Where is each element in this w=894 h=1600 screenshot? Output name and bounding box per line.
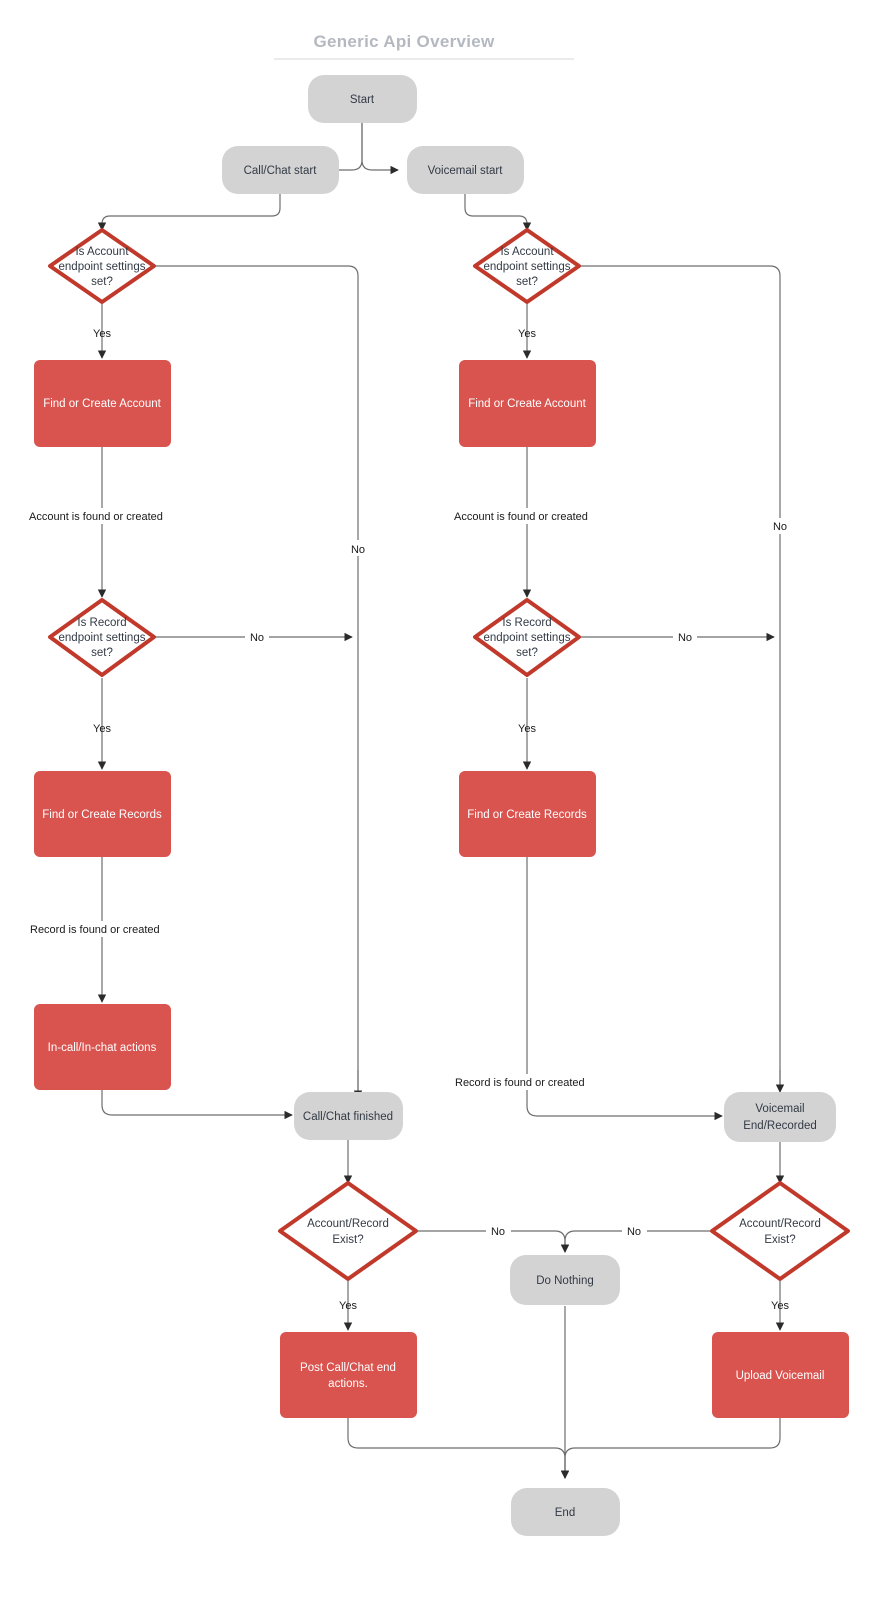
node-do-nothing-label: Do Nothing — [536, 1275, 594, 1287]
edge-label-no-exist-left: No — [491, 1226, 505, 1238]
edge-label-no-record-right: No — [678, 632, 692, 644]
node-record-decision-left-line1: Is Record — [77, 617, 126, 629]
edge-label-yes-exist-left: Yes — [339, 1300, 357, 1312]
edge-label-no-account-left: No — [351, 544, 365, 556]
edge-label-yes-record-left: Yes — [93, 723, 111, 735]
edge-callchat-to-acctdecision-left — [97, 194, 281, 231]
node-call-chat-start-label: Call/Chat start — [244, 165, 318, 177]
node-account-decision-left-line2: endpoint settings — [59, 261, 146, 273]
edge-label-yes-record-right: Yes — [518, 723, 536, 735]
node-exist-decision-right[interactable] — [710, 1181, 850, 1281]
edge-label-bg-record-found-left — [27, 921, 179, 937]
node-post-call-actions-line2: actions. — [328, 1378, 368, 1390]
node-end-label: End — [555, 1507, 575, 1519]
page-title: Generic Api Overview — [313, 32, 495, 51]
edge-label-yes-account-left: Yes — [93, 328, 111, 340]
node-record-decision-right-line3: set? — [516, 647, 538, 659]
node-account-decision-left-line1: Is Account — [75, 246, 129, 258]
edge-label-no-exist-right: No — [627, 1226, 641, 1238]
node-account-decision-right-line2: endpoint settings — [484, 261, 571, 273]
node-record-decision-right-line1: Is Record — [502, 617, 551, 629]
node-in-call-actions[interactable] — [34, 1004, 171, 1090]
node-post-call-actions[interactable] — [280, 1332, 417, 1418]
edge-label-bg-no-account-left — [345, 540, 371, 556]
edge-records-to-voicemailend — [526, 857, 723, 1121]
edge-voicemail-to-acctdecision-right — [464, 194, 532, 231]
node-exist-decision-right-line1: Account/Record — [739, 1218, 821, 1230]
edge-label-bg-no-record-left — [245, 629, 269, 645]
node-call-chat-start[interactable] — [222, 146, 339, 194]
edge-label-account-found-left: Account is found or created — [29, 511, 163, 523]
edge-label-yes-exist-right: Yes — [771, 1300, 789, 1312]
edge-label-no-account-right: No — [773, 521, 787, 533]
node-find-create-account-right-label: Find or Create Account — [468, 398, 586, 410]
edge-label-bg-record-found-right — [452, 1074, 604, 1090]
node-find-create-records-right-label: Find or Create Records — [467, 809, 587, 821]
node-record-decision-right[interactable] — [473, 598, 581, 677]
node-post-call-actions-line1: Post Call/Chat end — [300, 1362, 396, 1374]
edge-label-bg-no-record-right — [673, 629, 697, 645]
node-upload-voicemail-label: Upload Voicemail — [736, 1370, 825, 1382]
edge-label-bg-no-exist-left — [486, 1223, 511, 1239]
edge-label-record-found-right: Record is found or created — [455, 1077, 585, 1089]
edge-start-to-voicemail — [361, 123, 399, 175]
edge-label-account-found-right: Account is found or created — [454, 511, 588, 523]
node-upload-voicemail[interactable] — [712, 1332, 849, 1418]
node-find-create-records-right[interactable] — [459, 771, 596, 857]
node-voicemail-end-line1: Voicemail — [755, 1103, 804, 1115]
node-do-nothing[interactable] — [510, 1255, 620, 1305]
edge-label-record-found-left: Record is found or created — [30, 924, 160, 936]
node-end[interactable] — [511, 1488, 620, 1536]
edge-exist-no-right — [560, 1230, 712, 1253]
edge-acctdecision-no-right — [577, 265, 781, 1092]
edge-postcall-to-end — [347, 1418, 570, 1479]
node-record-decision-right-line2: endpoint settings — [484, 632, 571, 644]
node-exist-decision-right-line2: Exist? — [764, 1234, 795, 1246]
node-find-create-records-left[interactable] — [34, 771, 171, 857]
edge-label-bg-no-exist-right — [622, 1223, 647, 1239]
node-exist-decision-left-line1: Account/Record — [307, 1218, 389, 1230]
node-find-create-account-left[interactable] — [34, 360, 171, 447]
node-exist-decision-left-line2: Exist? — [332, 1234, 363, 1246]
node-find-create-records-left-label: Find or Create Records — [42, 809, 162, 821]
edge-label-no-record-left: No — [250, 632, 264, 644]
node-voicemail-end[interactable] — [724, 1092, 836, 1142]
node-call-chat-finished[interactable] — [294, 1092, 403, 1140]
node-voicemail-start[interactable] — [407, 146, 524, 194]
edge-uploadvoicemail-to-end — [560, 1418, 781, 1479]
edge-label-bg-account-found-left — [26, 508, 181, 524]
node-voicemail-end-line2: End/Recorded — [743, 1120, 817, 1132]
edge-label-bg-account-found-right — [451, 508, 606, 524]
node-account-decision-right-line1: Is Account — [500, 246, 554, 258]
node-voicemail-start-label: Voicemail start — [428, 165, 504, 177]
edge-label-bg-no-account-right — [767, 518, 793, 534]
node-in-call-actions-label: In-call/In-chat actions — [48, 1042, 157, 1054]
node-account-decision-right[interactable] — [473, 228, 581, 304]
node-account-decision-right-line3: set? — [516, 276, 538, 288]
edge-incall-to-finished — [101, 1090, 293, 1120]
node-find-create-account-right[interactable] — [459, 360, 596, 447]
node-record-decision-left-line3: set? — [91, 647, 113, 659]
edge-acctdecision-no-left — [152, 265, 359, 1098]
node-call-chat-finished-label: Call/Chat finished — [303, 1111, 393, 1123]
edge-label-yes-account-right: Yes — [518, 328, 536, 340]
node-record-decision-left[interactable] — [48, 598, 156, 677]
node-account-decision-left[interactable] — [48, 228, 156, 304]
node-account-decision-left-line3: set? — [91, 276, 113, 288]
node-find-create-account-left-label: Find or Create Account — [43, 398, 161, 410]
node-record-decision-left-line2: endpoint settings — [59, 632, 146, 644]
node-start[interactable] — [308, 75, 417, 123]
node-exist-decision-left[interactable] — [278, 1181, 418, 1281]
node-start-label: Start — [350, 94, 375, 106]
